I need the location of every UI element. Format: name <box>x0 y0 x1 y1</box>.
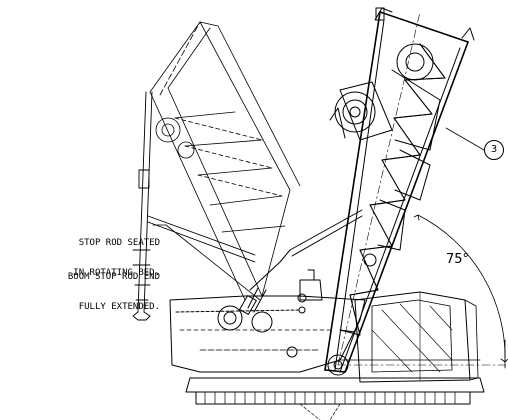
boom-stop-note-line2: FULLY EXTENDED. <box>78 302 160 312</box>
boom-raised <box>324 11 469 373</box>
centerlines <box>337 11 508 366</box>
boom-lacing <box>339 43 446 336</box>
leader-lines <box>152 127 485 301</box>
operator-cab <box>354 291 479 383</box>
boom-lowered-outline <box>149 21 301 301</box>
boom-stop-note: BOOM STOP ROD END FULLY EXTENDED. <box>10 252 160 322</box>
boom-stop-note-line1: BOOM STOP ROD END <box>67 272 160 282</box>
rotating-bed <box>169 269 366 373</box>
stop-rod-note: STOP ROD SEATED IN ROTATING BED. <box>10 218 160 288</box>
boom-angle-label: 75° <box>446 252 470 267</box>
boom-stop-left <box>132 91 256 321</box>
boom-pendant <box>249 209 363 291</box>
boom-stop-rod <box>239 287 267 315</box>
boom-machinery <box>329 7 475 267</box>
angle-arc <box>413 214 508 369</box>
stop-rod-note-line2: IN ROTATING BED. <box>73 268 160 278</box>
crawler-track <box>185 377 485 420</box>
callout-3: 3 <box>484 140 504 160</box>
stop-rod-note-line1: STOP ROD SEATED <box>78 238 160 248</box>
